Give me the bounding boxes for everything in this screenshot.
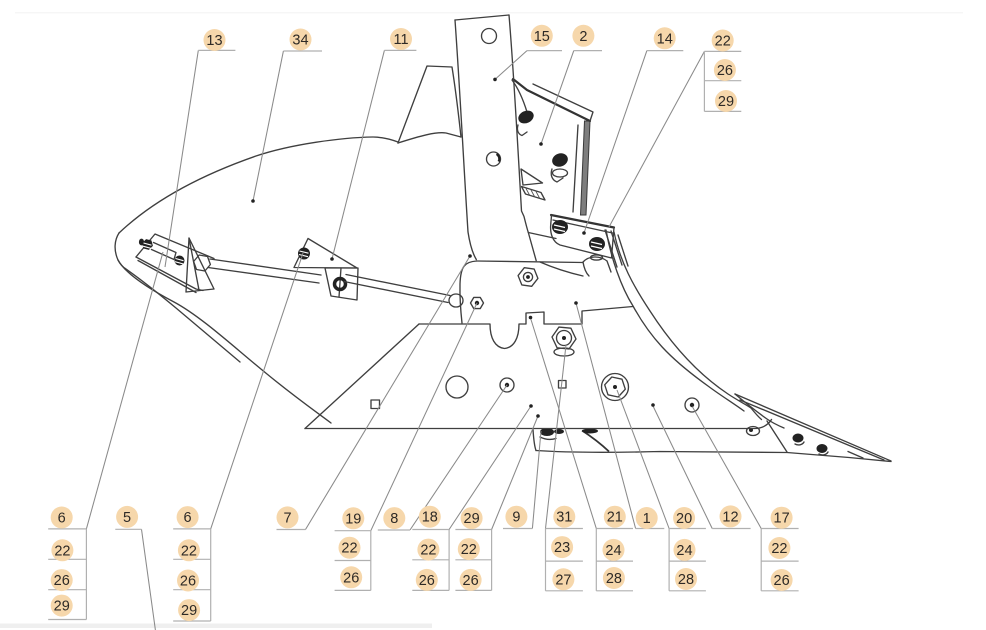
svg-text:26: 26 [180,574,196,590]
svg-text:28: 28 [606,571,622,587]
svg-text:29: 29 [718,94,734,110]
svg-text:15: 15 [534,29,550,45]
svg-text:22: 22 [420,543,436,559]
svg-text:6: 6 [58,511,66,527]
svg-text:19: 19 [345,511,361,527]
svg-text:26: 26 [463,573,479,589]
svg-text:29: 29 [54,599,70,615]
svg-text:22: 22 [54,543,70,559]
svg-text:27: 27 [555,572,571,588]
svg-text:26: 26 [419,573,435,589]
svg-text:8: 8 [390,511,398,527]
svg-text:29: 29 [181,603,197,619]
svg-text:26: 26 [717,63,733,79]
svg-text:22: 22 [181,543,197,559]
svg-text:1: 1 [643,511,651,527]
svg-text:20: 20 [676,511,692,527]
svg-text:9: 9 [512,510,520,526]
svg-text:26: 26 [54,573,70,589]
svg-text:24: 24 [605,543,621,559]
svg-text:23: 23 [554,540,570,556]
svg-text:31: 31 [556,510,572,526]
svg-text:22: 22 [461,542,477,558]
svg-text:22: 22 [715,34,731,50]
svg-text:22: 22 [771,541,787,557]
svg-text:11: 11 [393,32,408,48]
svg-text:24: 24 [676,543,692,559]
svg-text:21: 21 [607,510,623,526]
svg-text:17: 17 [774,511,790,527]
svg-text:5: 5 [123,510,131,526]
svg-text:22: 22 [341,541,357,557]
svg-text:28: 28 [678,572,694,588]
svg-text:12: 12 [722,509,738,525]
svg-text:7: 7 [283,510,291,526]
svg-text:18: 18 [422,510,438,526]
svg-text:2: 2 [579,29,587,45]
svg-text:34: 34 [292,33,308,49]
svg-text:13: 13 [206,33,222,49]
svg-text:6: 6 [184,510,192,526]
svg-text:26: 26 [343,570,359,586]
svg-text:29: 29 [464,511,480,527]
svg-text:14: 14 [657,31,673,47]
svg-text:26: 26 [774,573,790,589]
